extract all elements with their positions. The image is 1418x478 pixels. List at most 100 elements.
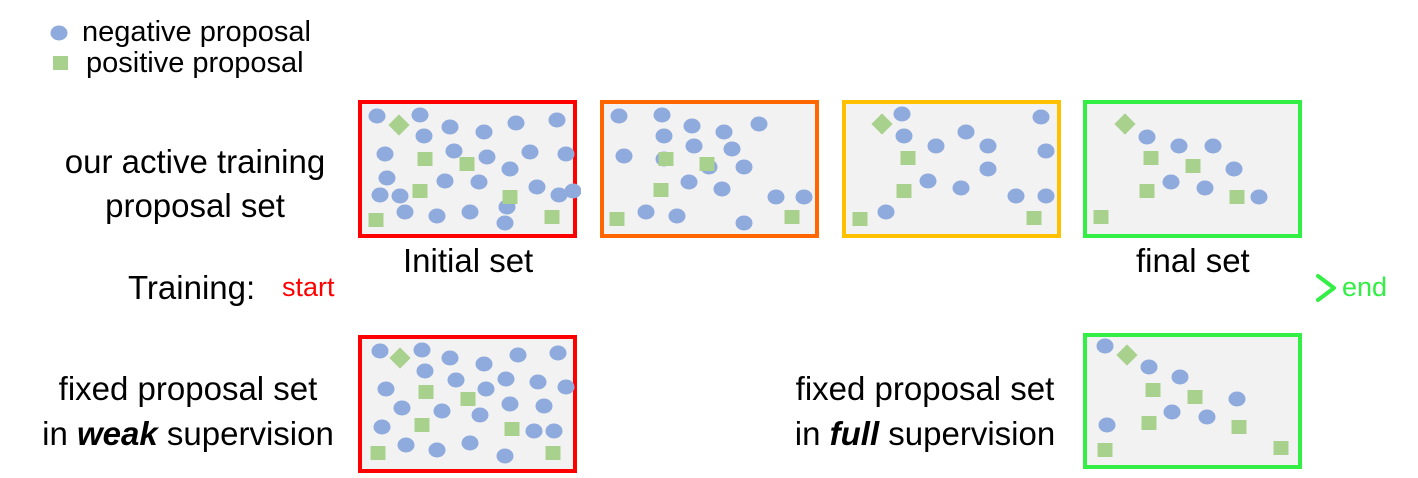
- positive-proposal: [459, 157, 475, 171]
- negative-proposal: [895, 128, 913, 144]
- negative-proposal: [1171, 369, 1189, 385]
- positive-proposal: [1145, 383, 1161, 397]
- negative-proposal: [470, 174, 488, 190]
- positive-proposal-rotated: [389, 347, 411, 369]
- training-arrow-head: [1316, 274, 1336, 302]
- negative-proposal: [478, 149, 496, 165]
- negative-proposal: [428, 208, 446, 224]
- negative-proposal: [525, 423, 543, 439]
- negative-proposal: [919, 173, 937, 189]
- negative-proposal: [416, 363, 434, 379]
- negative-proposal: [477, 381, 495, 397]
- negative-proposal: [1250, 189, 1268, 205]
- negative-proposal: [535, 398, 553, 414]
- negative-proposal: [750, 116, 768, 132]
- end-label: end: [1342, 272, 1388, 302]
- legend-negative-marker: [50, 25, 68, 41]
- negative-proposal: [1196, 180, 1214, 196]
- negative-proposal: [1007, 188, 1025, 204]
- positive-proposal: [460, 392, 476, 406]
- full-label: fixed proposal set in full supervision: [770, 366, 1080, 456]
- weak-label-in: in: [42, 415, 78, 452]
- positive-proposal: [412, 184, 428, 198]
- negative-proposal: [1228, 391, 1246, 407]
- negative-proposal: [668, 208, 686, 224]
- negative-proposal: [557, 146, 575, 162]
- full-label-line2: in full supervision: [770, 411, 1080, 456]
- positive-proposal: [1139, 184, 1155, 198]
- negative-proposal: [496, 215, 514, 231]
- negative-proposal: [378, 170, 396, 186]
- positive-proposal: [1097, 443, 1113, 457]
- negative-proposal: [713, 181, 731, 197]
- negative-proposal: [373, 419, 391, 435]
- negative-proposal: [445, 143, 463, 159]
- negative-proposal: [927, 138, 945, 154]
- negative-proposal: [1138, 129, 1156, 145]
- legend-positive-marker: [53, 56, 68, 70]
- positive-proposal-rotated: [871, 113, 893, 135]
- positive-proposal: [658, 152, 674, 166]
- negative-proposal: [680, 174, 698, 190]
- negative-proposal: [545, 423, 563, 439]
- positive-proposal: [653, 183, 669, 197]
- negative-proposal: [461, 204, 479, 220]
- weak-label-line2: in weak supervision: [18, 411, 358, 456]
- negative-proposal: [957, 124, 975, 140]
- positive-proposal-rotated: [1116, 344, 1138, 366]
- positive-proposal: [609, 212, 625, 226]
- active-set-label: our active training proposal set: [40, 140, 350, 228]
- legend-markers: [50, 25, 68, 70]
- positive-proposal: [504, 422, 520, 436]
- negative-proposal: [428, 442, 446, 458]
- negative-proposal: [396, 204, 414, 220]
- negative-proposal: [501, 161, 519, 177]
- negative-proposal: [979, 138, 997, 154]
- negative-proposal: [1096, 338, 1114, 354]
- negative-proposal: [637, 204, 655, 220]
- negative-proposal: [549, 345, 567, 361]
- negative-proposal: [509, 347, 527, 363]
- negative-proposal: [610, 108, 628, 124]
- positive-proposal: [1185, 159, 1201, 173]
- negative-proposal: [393, 400, 411, 416]
- negative-proposal: [767, 189, 785, 205]
- negative-proposal: [1037, 188, 1055, 204]
- negative-proposal: [391, 188, 409, 204]
- initial-set-caption: Initial set: [403, 242, 534, 279]
- weak-label-line1: fixed proposal set: [58, 370, 318, 407]
- weak-label: fixed proposal set in weak supervision: [18, 366, 358, 456]
- negative-proposal: [521, 144, 539, 160]
- positive-proposal: [368, 213, 384, 227]
- full-label-in: in: [794, 415, 830, 452]
- legend-positive-label: positive proposal: [86, 47, 304, 79]
- training-label: Training:: [128, 269, 256, 306]
- panel-active-2: [600, 100, 819, 238]
- full-label-line1: fixed proposal set: [795, 370, 1055, 407]
- negative-proposal: [735, 159, 753, 175]
- negative-proposal: [683, 118, 701, 134]
- panel-active-3: [842, 100, 1061, 238]
- positive-proposal: [784, 210, 800, 224]
- panel-weak: [358, 335, 577, 473]
- negative-proposal: [655, 128, 673, 144]
- negative-proposal: [461, 435, 479, 451]
- panel-full: [1083, 333, 1302, 469]
- negative-proposal: [550, 187, 568, 203]
- negative-proposal: [1162, 174, 1180, 190]
- positive-proposal: [699, 157, 715, 171]
- positive-proposal: [502, 190, 518, 204]
- weak-label-rest: supervision: [157, 415, 334, 452]
- negative-proposal: [557, 379, 575, 395]
- positive-proposal: [1141, 416, 1157, 430]
- negative-proposal: [529, 374, 547, 390]
- negative-proposal: [893, 106, 911, 122]
- full-label-rest: supervision: [879, 415, 1056, 452]
- negative-proposal: [528, 179, 546, 195]
- positive-proposal: [1229, 190, 1245, 204]
- positive-proposal: [1093, 210, 1109, 224]
- negative-proposal: [1032, 109, 1050, 125]
- positive-proposal: [1143, 151, 1159, 165]
- positive-proposal: [545, 446, 561, 460]
- legend-negative-label: negative proposal: [82, 16, 311, 48]
